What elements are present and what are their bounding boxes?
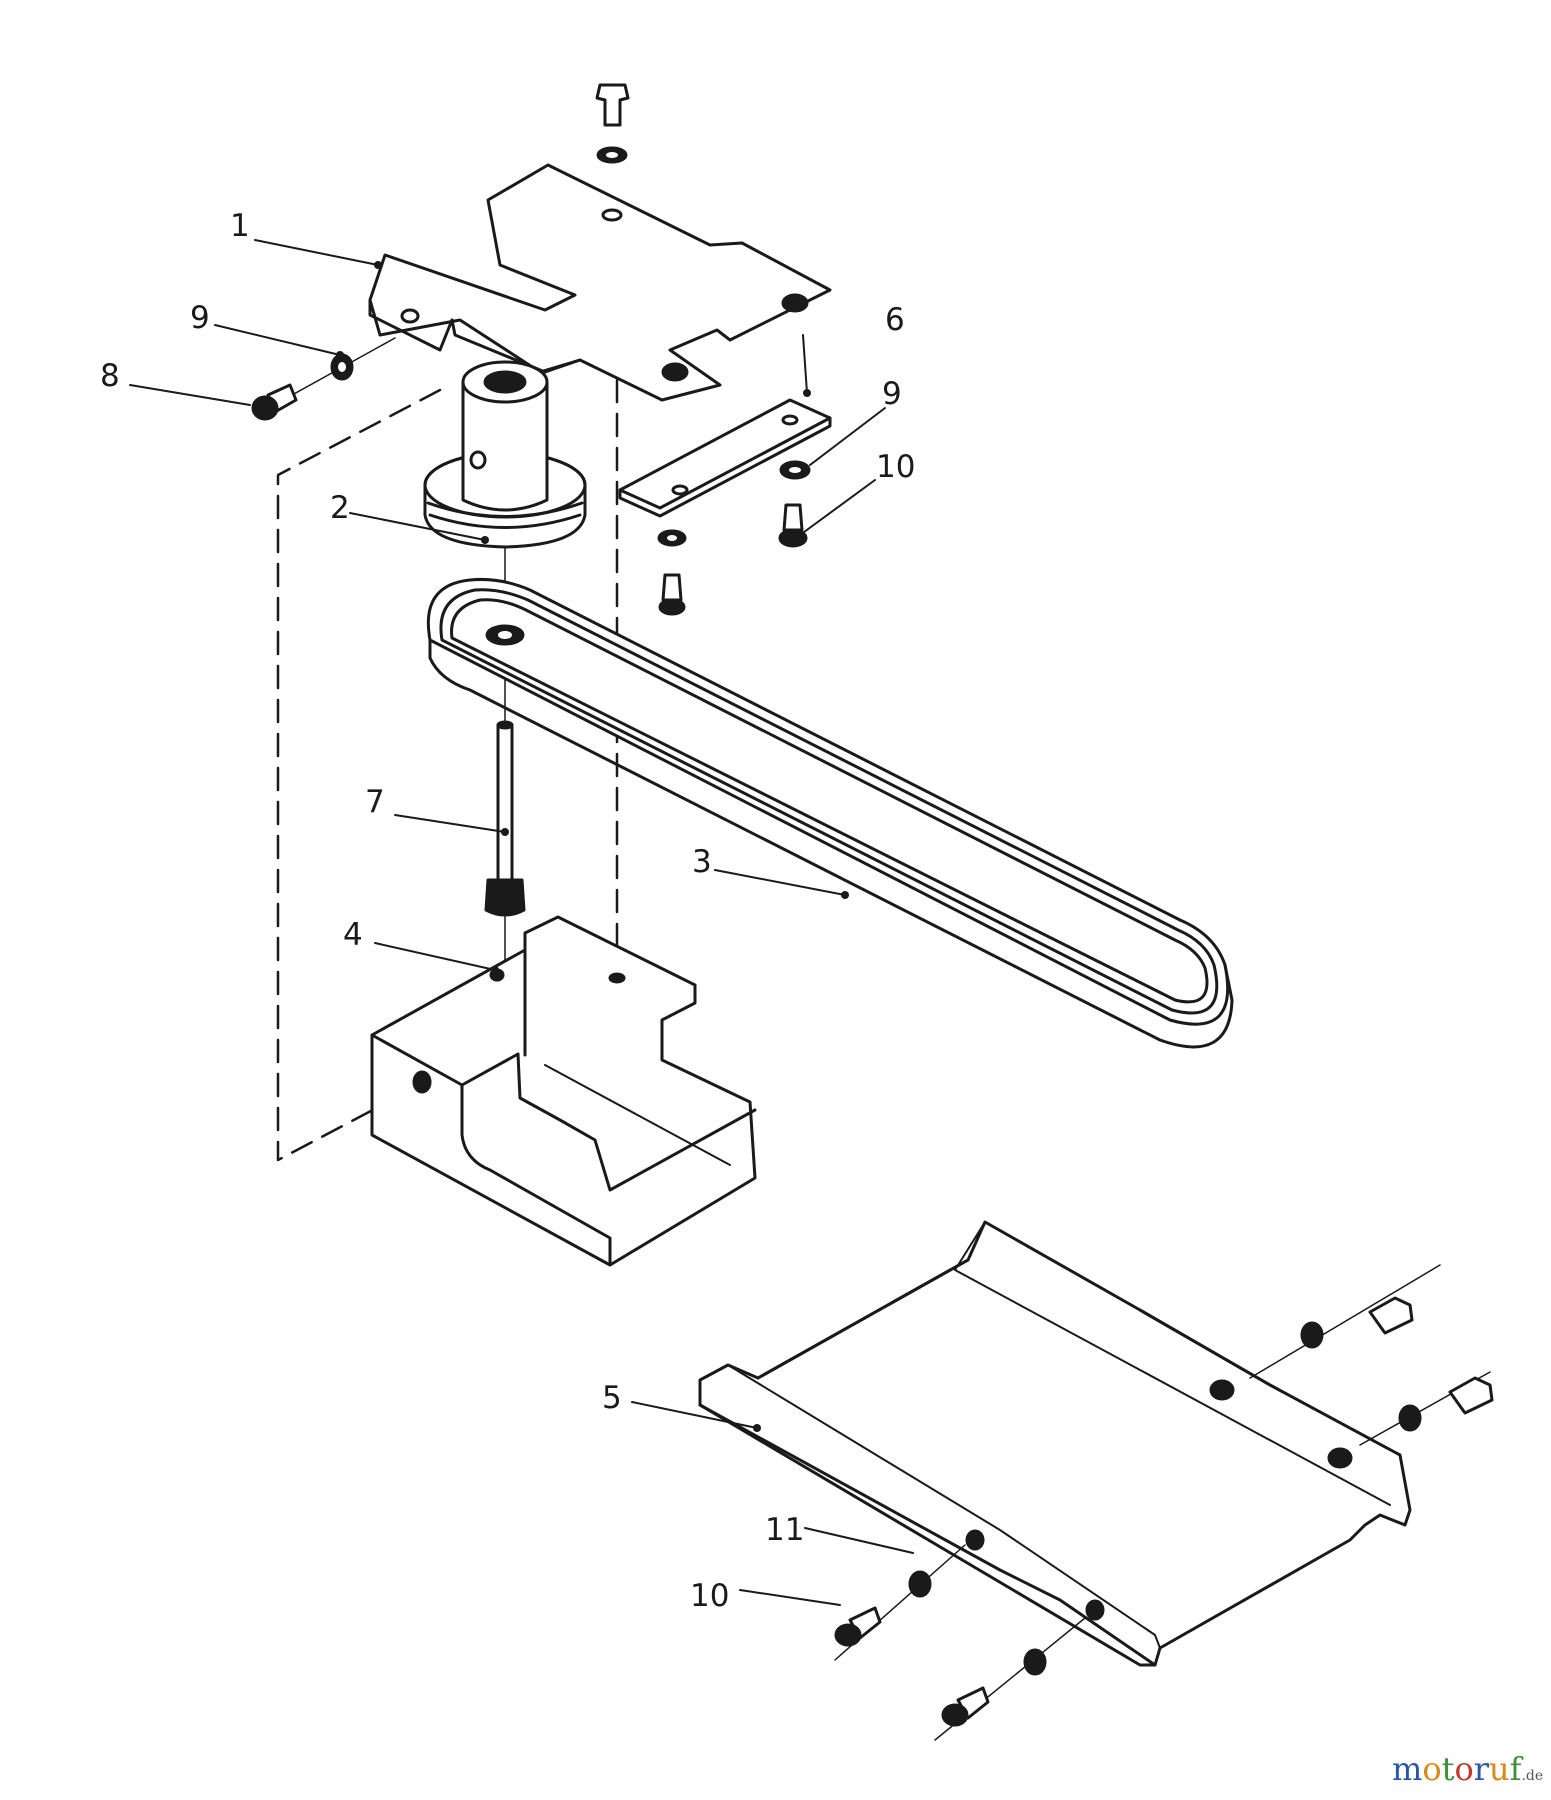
belt-guard-part-4 (370, 915, 757, 1267)
callout-labels: 1 2 3 4 5 6 7 8 9 9 10 10 11 (100, 208, 915, 1614)
long-bolt-part-7 (484, 720, 526, 917)
base-plate-fasteners (834, 1264, 1494, 1741)
callout-11: 11 (765, 1512, 804, 1548)
right-fasteners (657, 460, 811, 616)
callout-9-right: 9 (882, 376, 902, 412)
watermark-letter: t (1441, 1750, 1455, 1788)
watermark-logo: motoruf.de (1392, 1750, 1543, 1788)
top-bolt-assembly (595, 83, 630, 164)
watermark-suffix: .de (1521, 1768, 1544, 1784)
watermark-letter: o (1422, 1750, 1442, 1788)
callout-10-top: 10 (876, 449, 915, 485)
callout-1: 1 (230, 208, 250, 244)
callout-5: 5 (602, 1380, 622, 1416)
drive-belt-part-3 (426, 578, 1234, 1049)
callout-leader-lines (129, 239, 914, 1606)
watermark-letter: o (1454, 1750, 1474, 1788)
watermark-letter: u (1489, 1750, 1510, 1788)
strap-plate-part-6 (618, 398, 832, 518)
callout-3: 3 (692, 844, 712, 880)
callout-7: 7 (365, 784, 385, 820)
mounting-bracket-part-1 (368, 163, 832, 402)
watermark-letters: motoruf (1392, 1750, 1521, 1788)
callout-6: 6 (885, 302, 905, 338)
pulley-part-2 (423, 360, 587, 549)
callout-2: 2 (330, 490, 350, 526)
watermark-letter: r (1473, 1750, 1490, 1788)
watermark-letter: f (1509, 1750, 1522, 1788)
callout-8: 8 (100, 358, 120, 394)
callout-10-bottom: 10 (690, 1578, 729, 1614)
base-plate-part-5 (698, 1220, 1412, 1667)
callout-9-left: 9 (190, 300, 210, 336)
watermark-letter: m (1392, 1750, 1423, 1788)
callout-leader-dots (336, 261, 849, 1432)
callout-4: 4 (343, 917, 363, 953)
left-fasteners (251, 337, 396, 421)
